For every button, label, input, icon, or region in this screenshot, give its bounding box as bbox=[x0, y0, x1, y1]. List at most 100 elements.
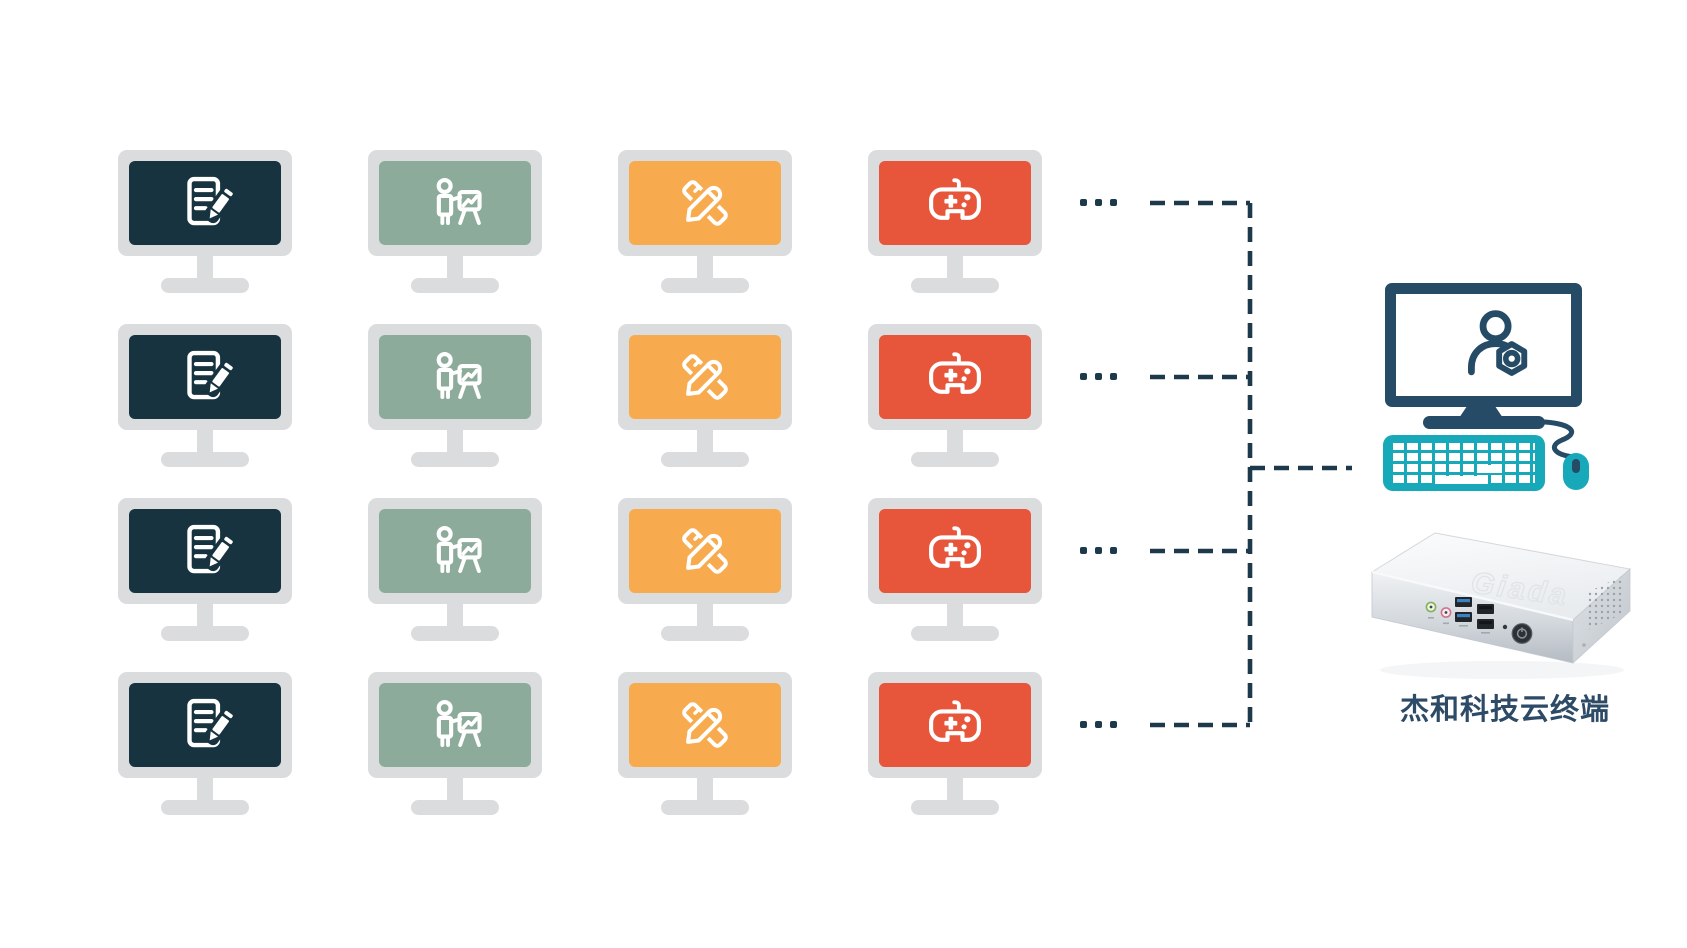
monitor-frame bbox=[868, 150, 1042, 256]
ruler-pencil-icon bbox=[674, 694, 736, 756]
monitor-stand-neck bbox=[697, 604, 713, 629]
ellipsis-dot bbox=[1095, 373, 1102, 380]
mouse-scroll-wheel bbox=[1572, 459, 1580, 473]
monitor-screen bbox=[629, 683, 781, 767]
monitor-frame bbox=[618, 672, 792, 778]
monitor-frame bbox=[118, 498, 292, 604]
monitor-stand-base bbox=[911, 800, 999, 815]
monitor-stand-neck bbox=[697, 430, 713, 455]
keyboard-enter-key bbox=[1477, 465, 1502, 473]
monitor-stand-neck bbox=[197, 256, 213, 281]
usb-tongue bbox=[1457, 614, 1470, 618]
monitor-stand-base bbox=[161, 278, 249, 293]
client-monitor-gaming bbox=[868, 672, 1042, 818]
monitor-stand-base bbox=[161, 800, 249, 815]
monitor-frame bbox=[618, 324, 792, 430]
reset-pinhole bbox=[1502, 624, 1508, 630]
monitor-frame bbox=[368, 150, 542, 256]
monitor-frame bbox=[868, 324, 1042, 430]
monitor-screen bbox=[629, 509, 781, 593]
monitor-frame bbox=[118, 324, 292, 430]
monitor-stand-neck bbox=[447, 256, 463, 281]
monitor-stand-base bbox=[911, 452, 999, 467]
monitor-stand-base bbox=[661, 452, 749, 467]
client-monitor-document bbox=[118, 498, 292, 644]
monitor-frame bbox=[868, 672, 1042, 778]
monitor-screen bbox=[379, 161, 531, 245]
monitor-screen bbox=[879, 509, 1031, 593]
usb-ports bbox=[1455, 597, 1494, 629]
ellipsis-dot bbox=[1080, 373, 1087, 380]
port-label-mark bbox=[1428, 617, 1434, 619]
row-ellipsis bbox=[1080, 373, 1117, 380]
monitor-stand-base bbox=[411, 800, 499, 815]
monitor-screen bbox=[379, 335, 531, 419]
vent-grille bbox=[1588, 576, 1622, 630]
gamepad-icon bbox=[924, 346, 986, 408]
monitor-stand-neck bbox=[197, 778, 213, 803]
client-monitor-design bbox=[618, 672, 792, 818]
keyboard-spacebar bbox=[1435, 476, 1488, 484]
presentation-board-icon bbox=[424, 172, 486, 234]
monitor-stand-neck bbox=[697, 256, 713, 281]
monitor-frame bbox=[368, 324, 542, 430]
side-hole bbox=[1582, 643, 1586, 647]
mouse-cable bbox=[1542, 419, 1577, 460]
monitor-stand-base bbox=[411, 278, 499, 293]
power-button bbox=[1511, 623, 1533, 644]
document-edit-icon bbox=[174, 172, 236, 234]
monitor-stand-neck bbox=[947, 430, 963, 455]
monitor-stand-neck bbox=[197, 604, 213, 629]
monitor-frame bbox=[118, 150, 292, 256]
row-ellipsis bbox=[1080, 547, 1117, 554]
ruler-pencil-icon bbox=[674, 520, 736, 582]
monitor-screen bbox=[879, 161, 1031, 245]
ellipsis-dot bbox=[1095, 547, 1102, 554]
client-monitor-gaming bbox=[868, 324, 1042, 470]
ellipsis-dot bbox=[1080, 199, 1087, 206]
monitor-screen bbox=[379, 509, 531, 593]
usb-tongue bbox=[1479, 606, 1492, 610]
port-label-mark bbox=[1481, 632, 1490, 634]
monitor-stand-base bbox=[161, 452, 249, 467]
monitor-stand-base bbox=[911, 626, 999, 641]
row-ellipsis bbox=[1080, 199, 1117, 206]
document-edit-icon bbox=[174, 520, 236, 582]
client-monitor-gaming bbox=[868, 498, 1042, 644]
mouse bbox=[1563, 453, 1589, 490]
monitor-screen bbox=[129, 161, 281, 245]
client-monitor-design bbox=[618, 150, 792, 296]
client-monitor-presentation bbox=[368, 672, 542, 818]
gamepad-icon bbox=[924, 694, 986, 756]
monitor-stand-base bbox=[661, 626, 749, 641]
ellipsis-dot bbox=[1095, 721, 1102, 728]
monitor-frame bbox=[118, 672, 292, 778]
ruler-pencil-icon bbox=[674, 346, 736, 408]
client-monitor-gaming bbox=[868, 150, 1042, 296]
document-edit-icon bbox=[174, 694, 236, 756]
host-monitor bbox=[1385, 283, 1582, 407]
host-label: 杰和科技云终端 bbox=[1399, 694, 1610, 726]
monitor-screen bbox=[629, 161, 781, 245]
monitor-screen bbox=[629, 335, 781, 419]
ellipsis-dot bbox=[1110, 373, 1117, 380]
audio-out-hole bbox=[1429, 605, 1433, 609]
monitor-stand-base bbox=[911, 278, 999, 293]
client-monitor-document bbox=[118, 324, 292, 470]
ellipsis-dot bbox=[1110, 199, 1117, 206]
monitor-stand-base bbox=[411, 626, 499, 641]
monitor-stand-neck bbox=[447, 778, 463, 803]
client-monitor-document bbox=[118, 150, 292, 296]
gamepad-icon bbox=[924, 520, 986, 582]
host-monitor-stand-base bbox=[1423, 416, 1545, 429]
monitor-stand-neck bbox=[197, 430, 213, 455]
row-ellipsis bbox=[1080, 721, 1117, 728]
ellipsis-dot bbox=[1110, 721, 1117, 728]
presentation-board-icon bbox=[424, 520, 486, 582]
keyboard bbox=[1383, 435, 1545, 491]
monitor-screen bbox=[879, 335, 1031, 419]
host-monitor-stand-neck bbox=[1459, 405, 1503, 418]
presentation-board-icon bbox=[424, 694, 486, 756]
usb-tongue bbox=[1457, 599, 1470, 603]
